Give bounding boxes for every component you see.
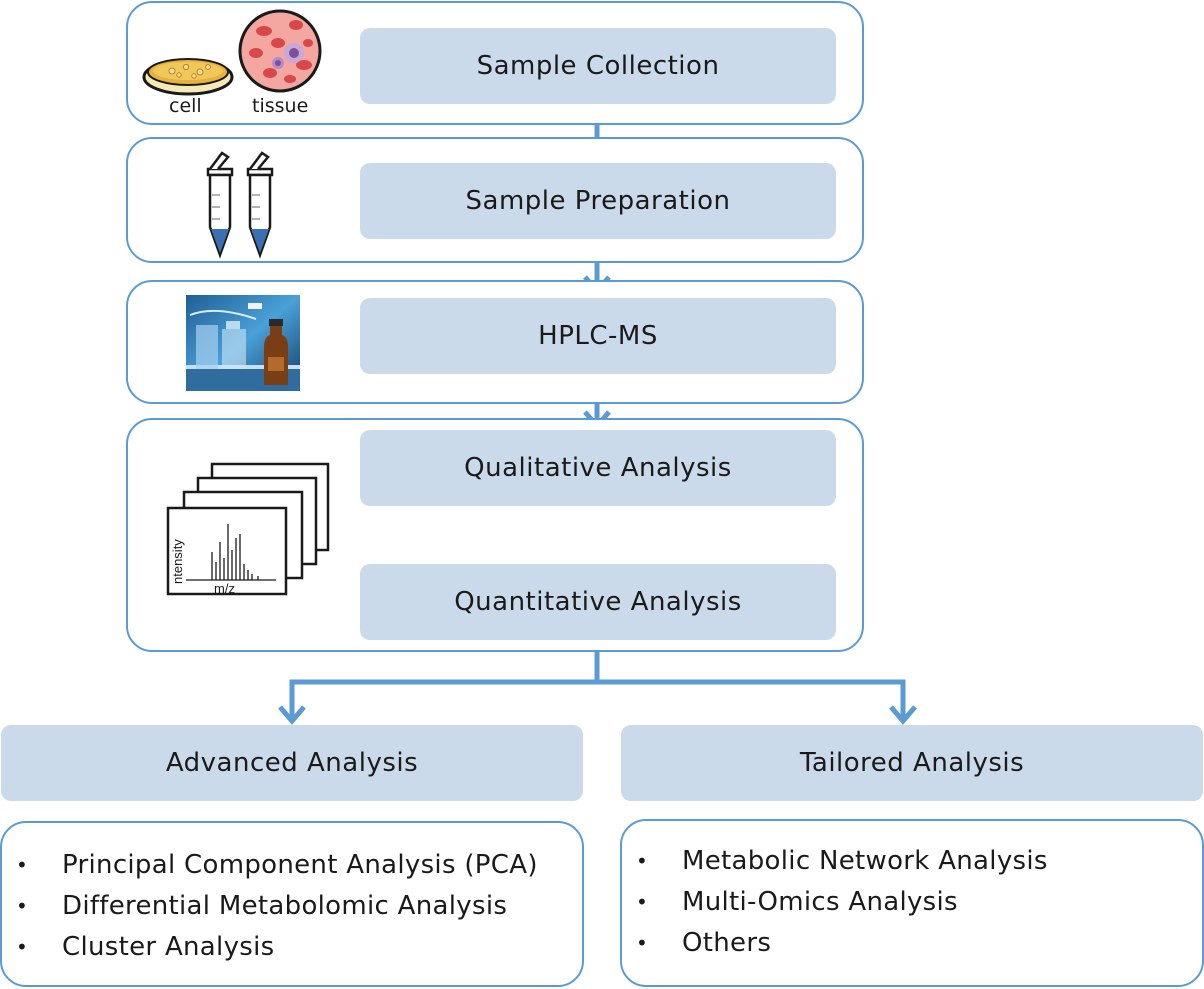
stage-sample-collection: cell tissue Sample Collection: [126, 1, 864, 125]
list-item: Principal Component Analysis (PCA): [2, 845, 582, 886]
step-qualitative-analysis: Qualitative Analysis: [360, 430, 836, 506]
tailored-analysis-list-box: Metabolic Network Analysis Multi-Omics A…: [620, 819, 1204, 987]
test-tube-icon: [206, 151, 274, 259]
step-quantitative-analysis: Quantitative Analysis: [360, 564, 836, 640]
step-sample-preparation: Sample Preparation: [360, 163, 836, 239]
cell-caption: cell: [169, 95, 202, 117]
advanced-analysis-list-box: Principal Component Analysis (PCA) Diffe…: [0, 821, 584, 987]
stage-data-analysis: ntensity m/z Qualitative Analysis Quanti…: [126, 418, 864, 652]
advanced-analysis-list: Principal Component Analysis (PCA) Diffe…: [2, 845, 582, 968]
list-item: Differential Metabolomic Analysis: [2, 886, 582, 927]
spectrum-y-label: ntensity: [170, 539, 185, 584]
spectrum-x-label: m/z: [214, 581, 235, 596]
list-item: Cluster Analysis: [2, 927, 582, 968]
tissue-caption: tissue: [252, 95, 309, 117]
list-item: Metabolic Network Analysis: [622, 841, 1202, 882]
petri-dish-icon: [142, 58, 234, 96]
tailored-analysis-list: Metabolic Network Analysis Multi-Omics A…: [622, 841, 1202, 964]
stage-hplc-ms: HPLC-MS: [126, 280, 864, 404]
mass-spectrum-icon: ntensity m/z: [166, 462, 330, 596]
list-item: Others: [622, 923, 1202, 964]
hplc-instrument-photo: [186, 295, 300, 391]
step-tailored-analysis: Tailored Analysis: [621, 725, 1203, 801]
arrow-split-bar: [289, 679, 906, 720]
step-advanced-analysis: Advanced Analysis: [1, 725, 583, 801]
step-sample-collection: Sample Collection: [360, 28, 836, 104]
tissue-icon: [238, 9, 322, 93]
step-hplc-ms: HPLC-MS: [360, 298, 836, 374]
list-item: Multi-Omics Analysis: [622, 882, 1202, 923]
stage-sample-preparation: Sample Preparation: [126, 137, 864, 263]
